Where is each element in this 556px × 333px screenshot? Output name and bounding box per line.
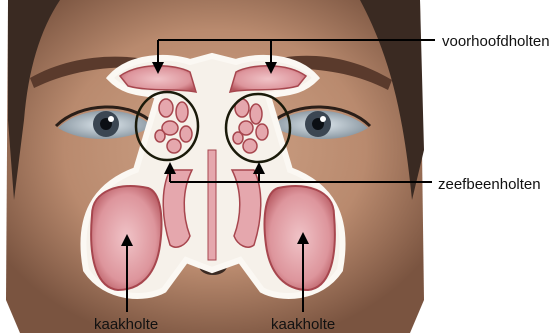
septum	[208, 150, 216, 260]
label-kaakholte-left: kaakholte	[94, 317, 158, 332]
label-voorhoofdholten: voorhoofdholten	[442, 34, 550, 49]
label-kaakholte-right: kaakholte	[271, 317, 335, 332]
label-zeefbeenholten: zeefbeenholten	[438, 177, 541, 192]
